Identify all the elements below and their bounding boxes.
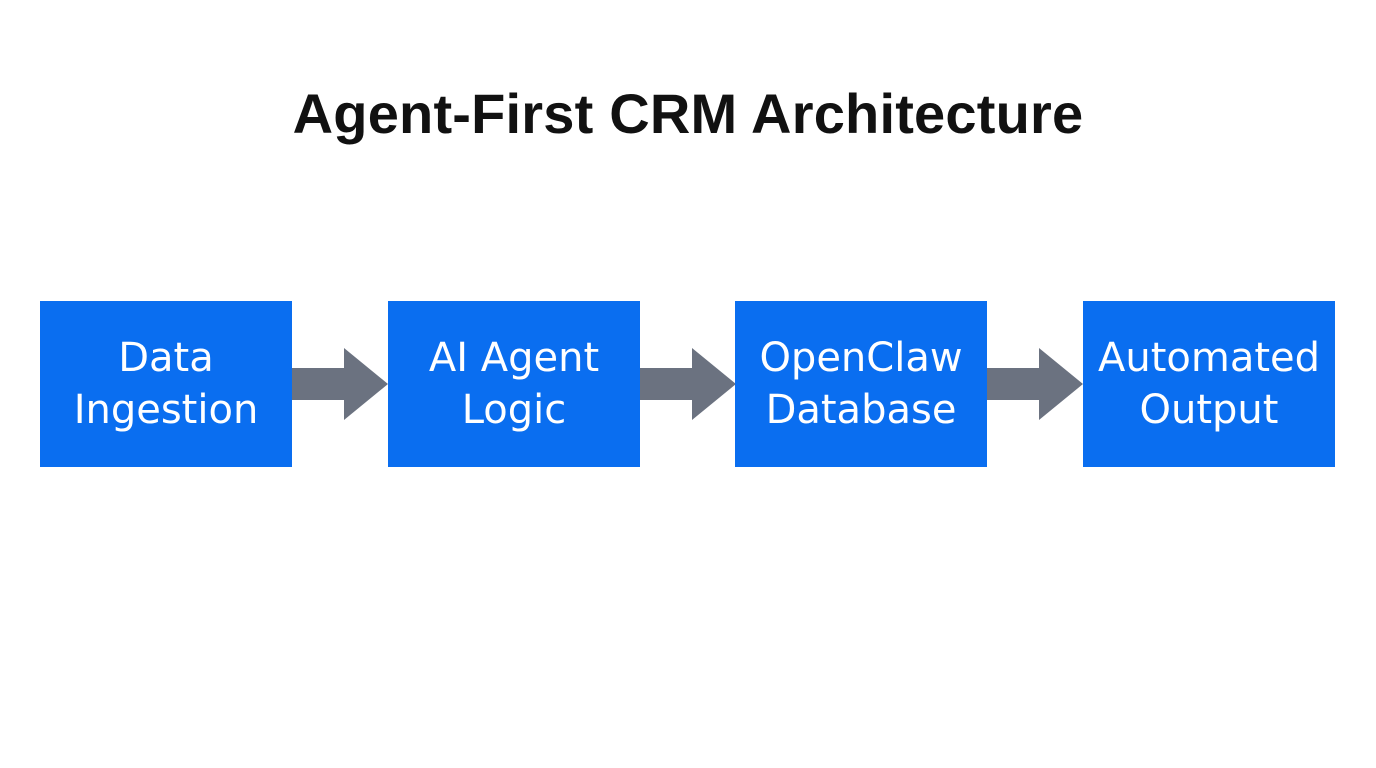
flow-step-label: Automated Output [1097,335,1321,433]
flow-step-data-ingestion: Data Ingestion [40,301,292,467]
flow-step-label: OpenClaw Database [759,335,963,433]
diagram-title: Agent-First CRM Architecture [292,82,1084,145]
flow-step-label: AI Agent Logic [428,335,600,433]
arrow-right-icon [987,348,1083,420]
arrow-right-icon [292,348,388,420]
flow-step-ai-agent-logic: AI Agent Logic [388,301,640,467]
arrow-right-icon [640,348,736,420]
flow-step-automated-output: Automated Output [1083,301,1335,467]
flow-step-openclaw-database: OpenClaw Database [735,301,987,467]
flow-step-label: Data Ingestion [73,335,259,433]
